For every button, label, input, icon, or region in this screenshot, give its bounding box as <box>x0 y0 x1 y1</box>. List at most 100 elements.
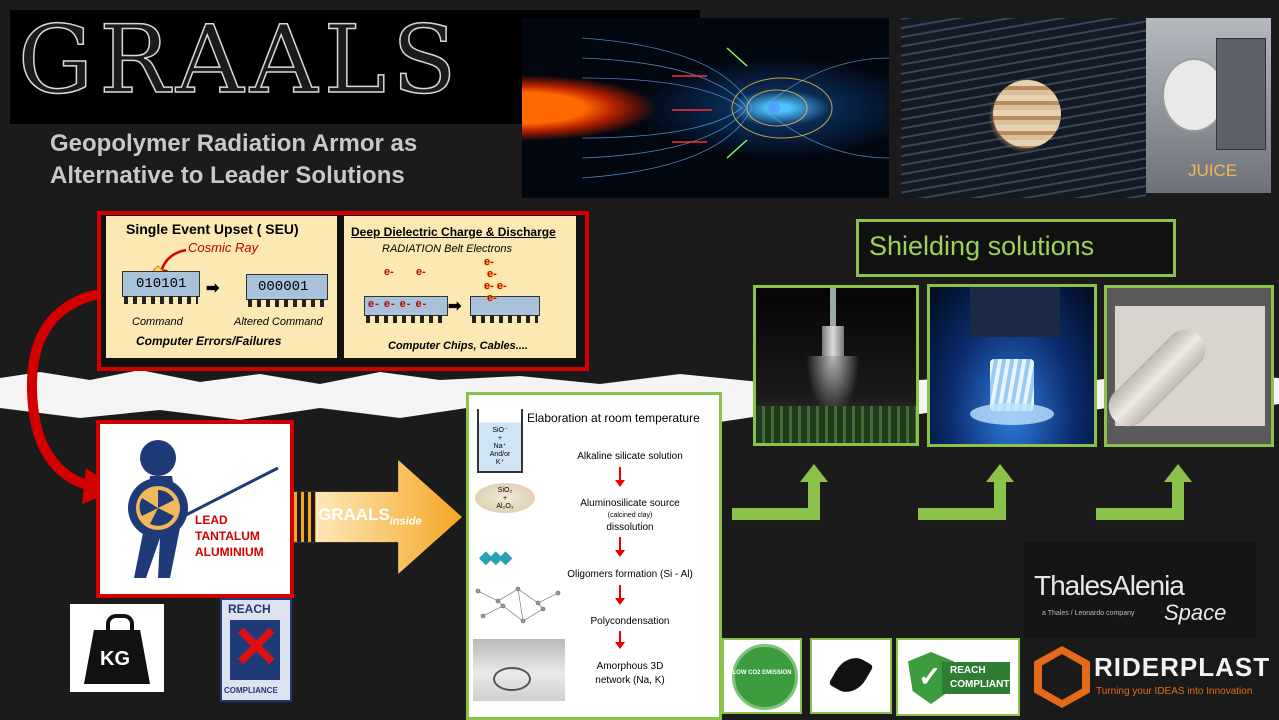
3d-printing-photo <box>927 284 1097 447</box>
flexible-sheet-photo <box>1104 285 1274 447</box>
feather-icon <box>828 651 874 699</box>
low-co2-emission-icon <box>732 644 798 710</box>
armor-materials: LEAD TANTALUM ALUMINIUM <box>195 512 264 560</box>
inside-suffix: inside <box>389 515 422 528</box>
reach-label: REACH <box>228 602 271 616</box>
graals-inside-label: GRAALSinside <box>318 505 422 527</box>
reach-compliance-badge: REACH ✕ COMPLIANCE <box>220 598 292 702</box>
printer-head <box>970 287 1060 337</box>
kg-label: KG <box>100 648 130 670</box>
seu-title: Single Event Upset ( SEU) <box>126 221 299 237</box>
jupiter-magnetosphere-image <box>901 18 1146 198</box>
seu-footer: Computer Errors/Failures <box>136 334 282 348</box>
printed-base <box>970 403 1054 425</box>
chip-pins <box>124 296 198 304</box>
process-title: Elaboration at room temperature <box>527 411 700 425</box>
weight-handle <box>106 614 134 632</box>
spartan-warrior-icon <box>128 440 279 578</box>
mineral-line-2: + <box>502 495 508 502</box>
step-arrow <box>615 537 625 557</box>
step-oligomers: Oligomers formation (Si - Al) <box>567 569 693 580</box>
compliance-label: COMPLIANCE <box>224 686 278 695</box>
leader-solutions-panel: LEAD TANTALUM ALUMINIUM <box>96 420 294 598</box>
reach-compliant-label: REACH COMPLIANT <box>950 664 1009 692</box>
lab-bench-photo <box>473 639 565 701</box>
polymer-network-icon <box>475 586 561 624</box>
red-x-icon: ✕ <box>232 615 281 680</box>
discharge-electrons: e- e-e- e- e- <box>484 256 507 304</box>
reach-compliant-badge: ✓ REACH COMPLIANT <box>896 638 1020 716</box>
step-calcined-clay: (calcined clay) <box>607 512 653 519</box>
transform-arrow: ➡ <box>448 298 462 315</box>
green-turn-arrow <box>918 464 1014 520</box>
shielding-solutions-title: Shielding solutions <box>869 231 1095 261</box>
riderplast-name: RIDERPLAST <box>1094 652 1271 682</box>
step-amorphous-3d: Amorphous 3D <box>596 661 664 672</box>
ddc-title: Deep Dielectric Charge & Discharge <box>351 225 556 239</box>
reach-compliant-ribbon <box>942 662 1010 694</box>
subtitle-line-2: Alternative to Leader Solutions <box>50 162 405 189</box>
circuit-board <box>756 406 916 443</box>
step-dissolution: dissolution <box>606 522 654 533</box>
eu-flag-icon <box>230 620 280 680</box>
graals-logo-title: GRAALS <box>17 6 463 115</box>
geopolymer-process-panel: SiO⁻ + Na⁺ And/or K⁺ Elaboration at room… <box>466 392 722 720</box>
beaker-line-4: And/or <box>489 451 511 458</box>
material-tantalum: TANTALUM <box>195 529 260 543</box>
label-altered-command: Altered Command <box>234 316 323 328</box>
printed-part <box>990 359 1034 411</box>
step-arrow <box>615 631 625 649</box>
arrow-stripes <box>294 492 316 542</box>
weight-badge: KG <box>70 604 164 692</box>
transform-arrow: ➡ <box>206 280 220 297</box>
hexagon-icon <box>1034 646 1090 708</box>
jupiter-planet <box>993 80 1061 148</box>
graals-brand: GRAALS <box>318 505 390 524</box>
thales-line-3: Space <box>1164 600 1227 625</box>
charged-electrons: e- e- e- e- <box>368 298 428 310</box>
reach-line-2: COMPLIANT <box>950 679 1010 690</box>
shielding-solutions-title-box: Shielding solutions <box>856 219 1176 277</box>
beaker-icon: SiO⁻ + Na⁺ And/or K⁺ <box>477 409 523 473</box>
magnetosphere-field-lines <box>581 37 889 179</box>
kg-weight-icon <box>84 630 150 684</box>
subtitle: Geopolymer Radiation Armor as Alternativ… <box>50 128 490 192</box>
spray-nozzle-stem <box>830 288 836 328</box>
subtitle-line-1: Geopolymer Radiation Armor as <box>50 130 418 157</box>
thales-line-2: a Thales / Leonardo company <box>1042 610 1135 617</box>
green-turn-arrow <box>732 464 828 520</box>
clay-powder-icon: SiO₂ + Al₂O₃ <box>475 483 535 513</box>
beaker-line-1: SiO⁻ <box>492 427 508 434</box>
oligomer-icon: ◆◆◆ <box>479 547 512 567</box>
thales-alenia-space-logo: ThalesAlenia a Thales / Leonardo company… <box>1024 542 1256 638</box>
material-lead: LEAD <box>195 513 228 527</box>
satellite-body <box>1216 38 1266 150</box>
chip-pins-altered <box>248 299 326 307</box>
label-command: Command <box>132 316 183 328</box>
beaker-line-5: K⁺ <box>495 459 505 466</box>
seu-panel: Single Event Upset ( SEU) Cosmic Ray 010… <box>106 216 337 358</box>
beaker-line-3: Na⁺ <box>493 443 507 450</box>
step-alkaline-silicate: Alkaline silicate solution <box>577 451 683 462</box>
chip-pins-charged <box>366 315 446 323</box>
mineral-line-3: Al₂O₃ <box>496 503 514 510</box>
step-arrow <box>615 585 625 605</box>
lightweight-badge <box>810 638 892 714</box>
beaker-line-2: + <box>497 435 503 442</box>
code-after: 000001 <box>258 279 309 295</box>
mineral-line-1: SiO₂ <box>497 487 513 494</box>
riderplast-tagline: Turning your IDEAS into Innovation <box>1096 686 1253 697</box>
ddc-panel: Deep Dielectric Charge & Discharge RADIA… <box>344 216 576 358</box>
code-before: 010101 <box>136 276 187 292</box>
material-aluminium: ALUMINIUM <box>195 545 264 559</box>
spray-nozzle <box>822 326 844 356</box>
magnetosphere-image <box>522 18 889 198</box>
step-polycondensation: Polycondensation <box>590 616 670 627</box>
ddc-subtitle: RADIATION Belt Electrons <box>382 243 512 255</box>
spray-coating-photo <box>753 285 919 446</box>
electron-label: e- <box>416 266 426 278</box>
satellite-dish <box>1162 58 1226 132</box>
cosmic-ray-label: Cosmic Ray <box>188 240 259 255</box>
step-arrow <box>615 467 625 487</box>
thales-line-1: ThalesAlenia <box>1034 570 1185 601</box>
